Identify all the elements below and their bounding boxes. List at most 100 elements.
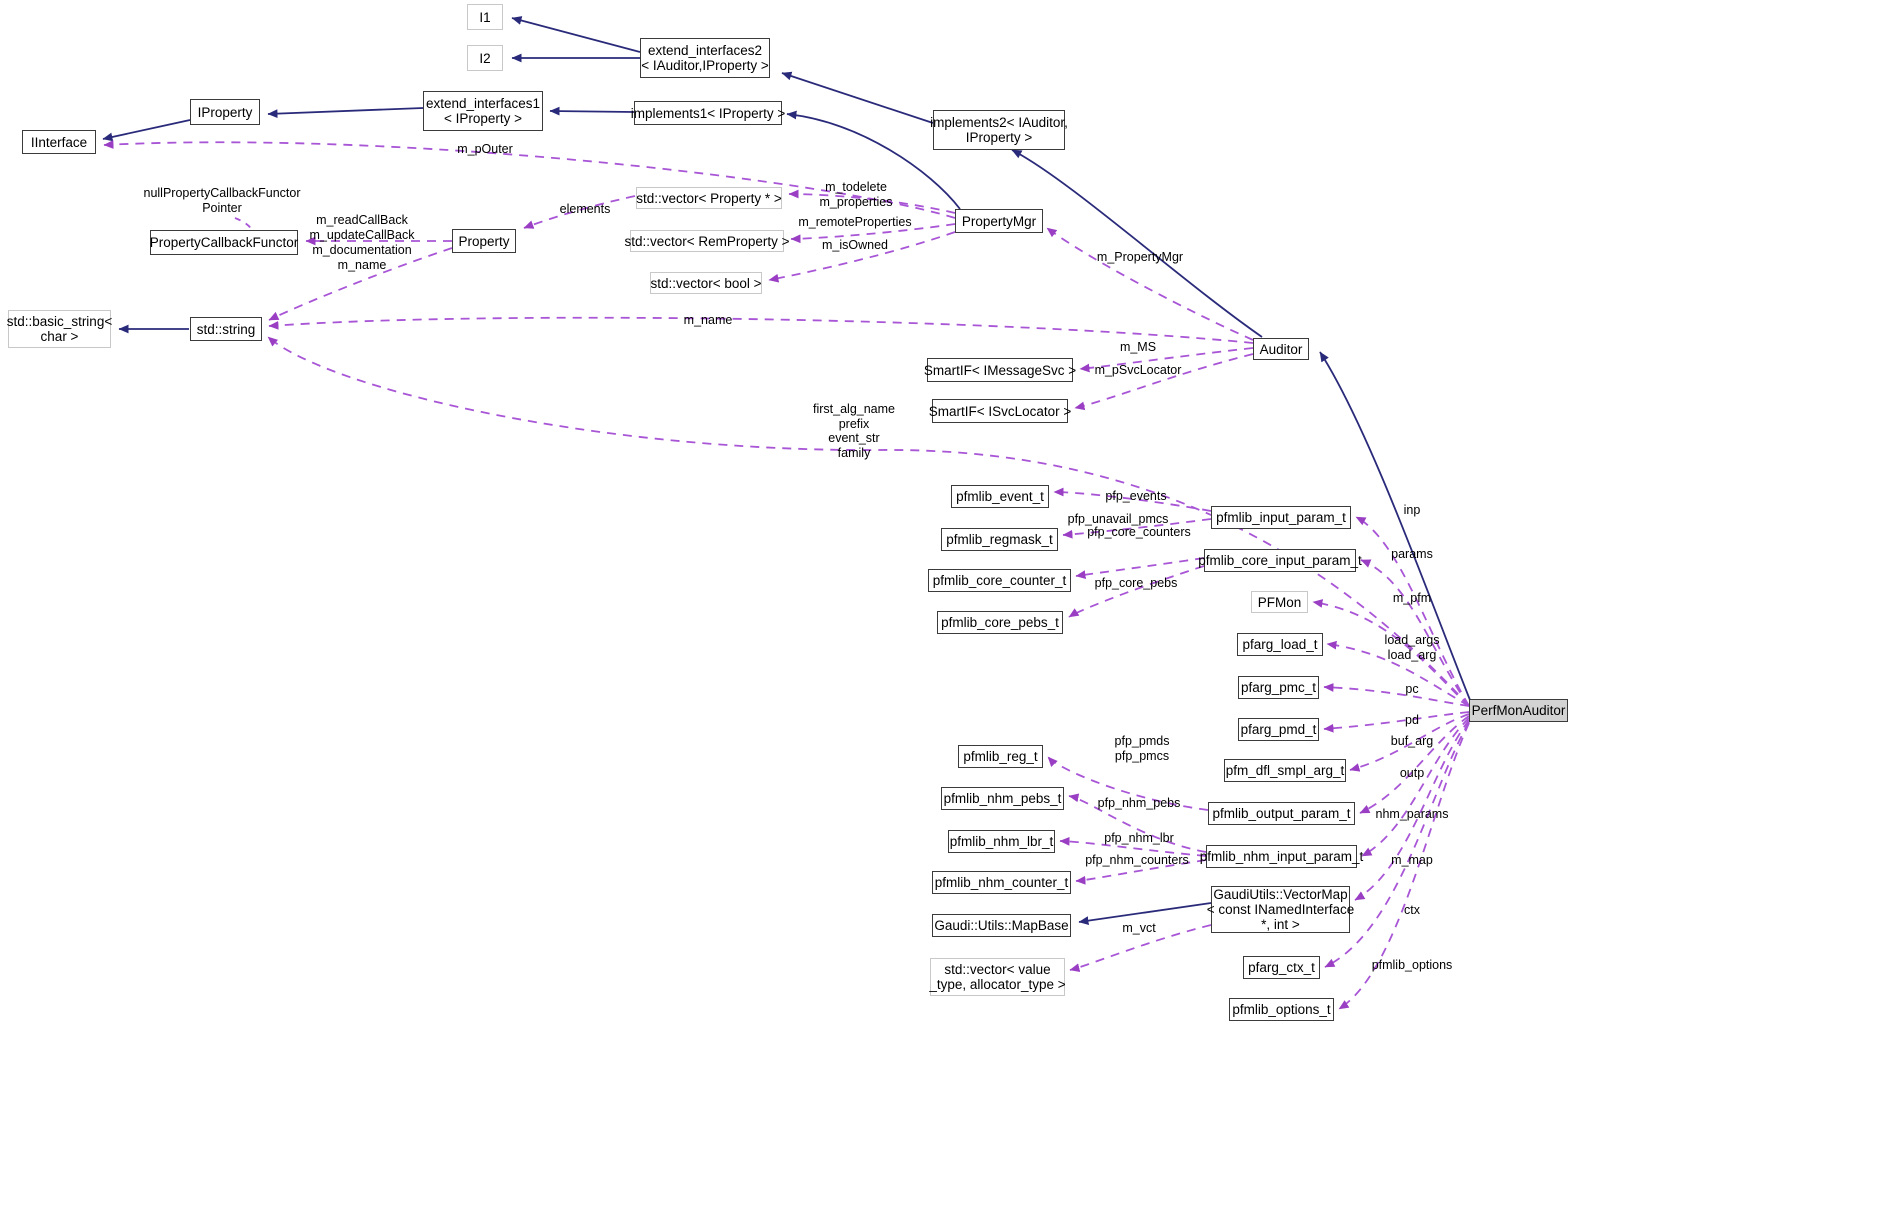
node-label: extend_interfaces2 < IAuditor,IProperty …: [641, 43, 769, 73]
edge-label-pfmlib-options: pfmlib_options: [1371, 958, 1453, 972]
node-implements2[interactable]: implements2< IAuditor, IProperty >: [930, 110, 1068, 150]
node-label: SmartIF< ISvcLocator >: [928, 403, 1072, 419]
edge-label-pfp-unavail-pmcs: pfp_unavail_pmcs: [1067, 512, 1169, 526]
node-label: pfmlib_options_t: [1232, 1002, 1331, 1017]
node-label: pfmlib_core_input_param_t: [1198, 553, 1362, 568]
node-extend-interfaces1[interactable]: extend_interfaces1 < IProperty >: [423, 91, 543, 131]
node-pfarg-load-t[interactable]: pfarg_load_t: [1237, 633, 1323, 656]
node-label: std::vector< Property * >: [636, 190, 782, 206]
node-label: pfarg_load_t: [1242, 637, 1318, 652]
node-property-callback-functor[interactable]: PropertyCallbackFunctor: [150, 230, 298, 255]
edge-auditor-to-propertymgr: [1046, 227, 1254, 341]
node-label: std::vector< RemProperty >: [624, 233, 790, 249]
node-label: pfmlib_output_param_t: [1212, 806, 1351, 821]
node-label: pfarg_pmc_t: [1240, 680, 1317, 695]
node-label: pfmlib_reg_t: [963, 749, 1038, 764]
edge-IProperty-to-IInterface: [102, 119, 191, 142]
edge-label-params: params: [1391, 547, 1433, 561]
usage-edges: [103, 140, 1470, 1010]
node-iproperty[interactable]: IProperty: [190, 99, 260, 125]
edge-label-m-name: m_name: [683, 313, 733, 327]
edge-perfmon-to-pfargpmd: [1323, 711, 1470, 733]
node-vector-property-ptr[interactable]: std::vector< Property * >: [636, 187, 782, 209]
node-label: std::string: [196, 321, 256, 337]
node-pfm-dfl-smpl-arg-t[interactable]: pfm_dfl_smpl_arg_t: [1224, 759, 1346, 782]
node-label: pfmlib_event_t: [956, 489, 1044, 504]
node-label: pfmlib_core_counter_t: [932, 573, 1067, 588]
edge-label-nhm-params: nhm_params: [1375, 807, 1449, 821]
edge-perfmon-to-pfargpmc: [1323, 683, 1470, 707]
node-pfmlib-nhm-lbr-t[interactable]: pfmlib_nhm_lbr_t: [948, 830, 1055, 853]
node-label: pfmlib_core_pebs_t: [941, 615, 1059, 630]
node-label: implements1< IProperty >: [630, 105, 786, 121]
node-label: pfarg_ctx_t: [1248, 960, 1315, 975]
node-label: pfarg_pmd_t: [1240, 722, 1317, 737]
node-gaudiutils-vectormap[interactable]: GaudiUtils::VectorMap < const INamedInte…: [1207, 886, 1354, 933]
node-extend-interfaces2[interactable]: extend_interfaces2 < IAuditor,IProperty …: [640, 38, 770, 78]
node-smartif-isvclocator[interactable]: SmartIF< ISvcLocator >: [929, 399, 1071, 423]
node-smartif-imessagesvc[interactable]: SmartIF< IMessageSvc >: [923, 358, 1077, 382]
node-label: pfmlib_nhm_counter_t: [934, 875, 1069, 890]
edge-label-elements: elements: [559, 202, 611, 216]
node-perfmonauditor[interactable]: PerfMonAuditor: [1469, 699, 1568, 722]
node-pfmlib-input-param-t[interactable]: pfmlib_input_param_t: [1211, 506, 1351, 529]
node-pfmlib-regmask-t[interactable]: pfmlib_regmask_t: [941, 528, 1058, 551]
edge-extend1-to-IProperty: [267, 107, 424, 119]
node-pfmlib-nhm-input-param-t[interactable]: pfmlib_nhm_input_param_t: [1200, 845, 1363, 868]
node-implements1[interactable]: implements1< IProperty >: [631, 101, 785, 125]
edge-label-remote-properties: m_remoteProperties: [798, 215, 912, 229]
node-label: IInterface: [30, 134, 88, 150]
edge-label-m-pouter: m_pOuter: [457, 142, 513, 156]
node-vector-remproperty[interactable]: std::vector< RemProperty >: [624, 230, 790, 252]
node-vector-bool[interactable]: std::vector< bool >: [650, 272, 762, 294]
node-pfmlib-reg-t[interactable]: pfmlib_reg_t: [958, 745, 1043, 768]
node-pfarg-ctx-t[interactable]: pfarg_ctx_t: [1243, 956, 1320, 979]
node-label: Gaudi::Utils::MapBase: [934, 918, 1069, 933]
node-pfmlib-nhm-counter-t[interactable]: pfmlib_nhm_counter_t: [932, 871, 1071, 894]
edge-label-property-mgr: m_PropertyMgr: [1096, 250, 1184, 264]
node-label: std::vector< value _type, allocator_type…: [929, 962, 1066, 992]
edge-implements1-to-extend1: [549, 106, 635, 116]
node-vector-value-type[interactable]: std::vector< value _type, allocator_type…: [929, 958, 1066, 996]
node-property[interactable]: Property: [452, 229, 516, 253]
node-pfmlib-core-counter-t[interactable]: pfmlib_core_counter_t: [928, 569, 1071, 592]
node-pfmlib-nhm-pebs-t[interactable]: pfmlib_nhm_pebs_t: [941, 787, 1064, 810]
node-pfmlib-options-t[interactable]: pfmlib_options_t: [1229, 998, 1334, 1021]
node-basic-string[interactable]: std::basic_string< char >: [7, 310, 112, 348]
node-label: pfmlib_nhm_lbr_t: [949, 834, 1054, 849]
node-auditor[interactable]: Auditor: [1253, 338, 1309, 360]
node-std-string[interactable]: std::string: [190, 317, 262, 341]
node-label: PerfMonAuditor: [1471, 703, 1566, 718]
node-pfmon[interactable]: PFMon: [1251, 591, 1308, 613]
node-iinterface[interactable]: IInterface: [22, 130, 96, 154]
node-i2[interactable]: I2: [467, 45, 503, 71]
node-label: Property: [458, 233, 510, 249]
edge-label-m-map: m_map: [1391, 853, 1433, 867]
node-pfmlib-output-param-t[interactable]: pfmlib_output_param_t: [1208, 802, 1355, 825]
node-gaudi-utils-mapbase[interactable]: Gaudi::Utils::MapBase: [932, 914, 1071, 937]
node-pfmlib-core-input-param-t[interactable]: pfmlib_core_input_param_t: [1198, 549, 1362, 572]
node-label: GaudiUtils::VectorMap < const INamedInte…: [1206, 887, 1355, 932]
node-label: pfmlib_nhm_input_param_t: [1199, 849, 1364, 864]
node-property-mgr[interactable]: PropertyMgr: [955, 209, 1043, 233]
edge-coreinput-to-corepebs: [1068, 565, 1205, 618]
edge-label-ctx: ctx: [1404, 903, 1420, 917]
node-i1[interactable]: I1: [467, 4, 503, 30]
edge-label-pfp-nhm-pebs: pfp_nhm_pebs: [1097, 796, 1181, 810]
edge-extend2-to-I1: [511, 16, 641, 53]
edge-label-pd: pd: [1405, 713, 1419, 727]
edge-label-inp: inp: [1403, 503, 1421, 517]
node-label: SmartIF< IMessageSvc >: [923, 362, 1077, 378]
edge-label-todelete-properties: m_todelete m_properties: [819, 180, 893, 209]
node-label: PropertyCallbackFunctor: [149, 235, 299, 250]
node-pfarg-pmd-t[interactable]: pfarg_pmd_t: [1238, 718, 1319, 741]
edge-label-pc: pc: [1405, 682, 1419, 696]
edge-label-m-vct: m_vct: [1122, 921, 1156, 935]
node-pfarg-pmc-t[interactable]: pfarg_pmc_t: [1238, 676, 1319, 699]
node-label: I1: [479, 9, 491, 25]
inheritance-edges: [102, 16, 1471, 926]
node-label: std::vector< bool >: [650, 275, 762, 291]
node-pfmlib-event-t[interactable]: pfmlib_event_t: [951, 485, 1049, 508]
edge-coreinput-to-corecounter: [1075, 557, 1205, 580]
node-pfmlib-core-pebs-t[interactable]: pfmlib_core_pebs_t: [937, 611, 1063, 634]
